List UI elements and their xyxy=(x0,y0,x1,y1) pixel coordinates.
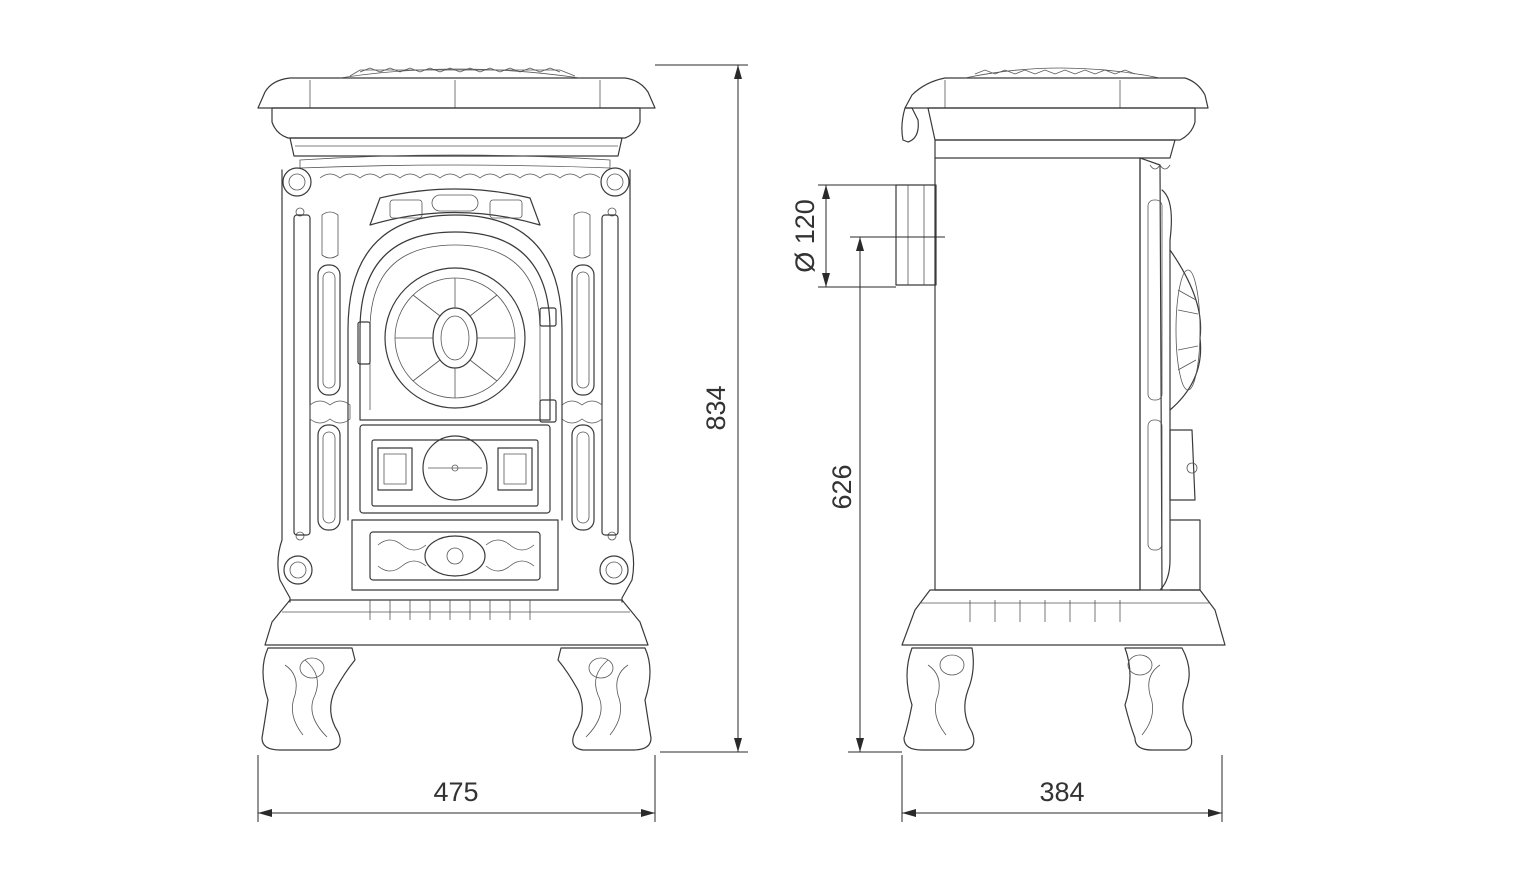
dim-side-depth-label: 384 xyxy=(1039,777,1084,807)
front-base-skirt xyxy=(264,599,649,646)
side-leg-back xyxy=(903,647,975,751)
side-base xyxy=(901,589,1226,646)
dim-total-height-label: 834 xyxy=(701,385,731,430)
front-door-arch xyxy=(347,214,563,521)
side-flue-pipe xyxy=(895,184,937,286)
side-view xyxy=(895,67,1226,751)
dim-flue-diameter-label: Ø 120 xyxy=(790,199,820,273)
front-body-left xyxy=(277,169,291,603)
side-leg-front xyxy=(1124,647,1193,751)
front-leg-right xyxy=(557,647,652,751)
dim-flue-height-label: 626 xyxy=(827,464,857,509)
front-door-wheel xyxy=(384,267,526,409)
side-body xyxy=(934,157,1141,591)
dim-front-width-label: 475 xyxy=(433,777,478,807)
front-body-right xyxy=(621,169,635,603)
front-view xyxy=(257,67,656,751)
side-top-plate xyxy=(904,77,1209,109)
front-ash-door xyxy=(359,424,551,514)
dimension-lines xyxy=(257,64,1223,822)
front-leg-left xyxy=(261,647,356,751)
front-top-plate xyxy=(257,77,656,109)
